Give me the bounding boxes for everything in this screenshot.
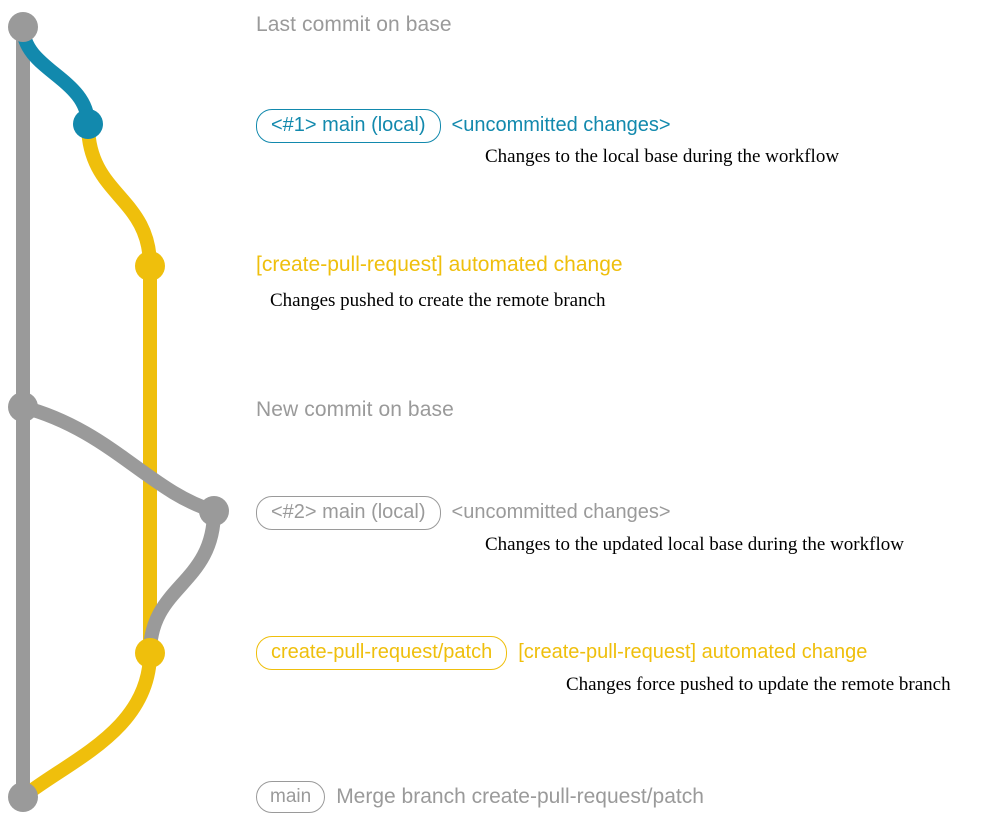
badge-main-local-2[interactable]: <#2> main (local): [256, 496, 441, 530]
edge-patch2-to-merge: [16, 646, 157, 804]
commit-message-patch-2: [create-pull-request] automated change: [518, 641, 868, 663]
section-label-new-commit-on-base: New commit on base: [256, 398, 454, 421]
edge-local2-to-patch2: [143, 504, 221, 660]
commit-message-local-1: <uncommitted changes>: [451, 114, 671, 136]
node-patch-2[interactable]: [135, 638, 165, 668]
edge-local1-to-patch1: [81, 117, 157, 273]
node-merge[interactable]: [8, 782, 38, 812]
row-commit-merge: main Merge branch create-pull-request/pa…: [256, 781, 704, 813]
node-local-1[interactable]: [73, 109, 103, 139]
commit-description-local-2: Changes to the updated local base during…: [485, 534, 904, 555]
row-commit-local-1: <#1> main (local) <uncommitted changes>: [256, 109, 671, 143]
row-commit-local-2: <#2> main (local) <uncommitted changes>: [256, 496, 671, 530]
row-commit-patch-2: create-pull-request/patch [create-pull-r…: [256, 636, 867, 670]
node-base-new-commit[interactable]: [8, 392, 38, 422]
commit-description-patch-1: Changes pushed to create the remote bran…: [270, 290, 606, 311]
graph-nodes: [8, 12, 229, 812]
badge-main[interactable]: main: [256, 781, 326, 813]
badge-main-local-1[interactable]: <#1> main (local): [256, 109, 441, 143]
section-label-last-commit-on-base: Last commit on base: [256, 13, 452, 36]
edge-base-to-local1: [16, 20, 95, 131]
commit-message-patch-1: [create-pull-request] automated change: [256, 253, 623, 276]
commit-message-local-2: <uncommitted changes>: [451, 501, 671, 523]
node-patch-1[interactable]: [135, 251, 165, 281]
row-commit-patch-1: [create-pull-request] automated change: [256, 253, 623, 276]
row-new-commit-on-base: New commit on base: [256, 399, 454, 420]
node-local-2[interactable]: [199, 496, 229, 526]
row-last-commit-on-base: Last commit on base: [256, 14, 452, 35]
node-base-last-commit[interactable]: [8, 12, 38, 42]
badge-create-pull-request-patch[interactable]: create-pull-request/patch: [256, 636, 508, 670]
commit-message-merge: Merge branch create-pull-request/patch: [336, 785, 704, 808]
commit-description-local-1: Changes to the local base during the wor…: [485, 146, 840, 167]
commit-description-patch-2: Changes force pushed to update the remot…: [566, 674, 951, 695]
edge-base-to-local2: [16, 400, 221, 518]
